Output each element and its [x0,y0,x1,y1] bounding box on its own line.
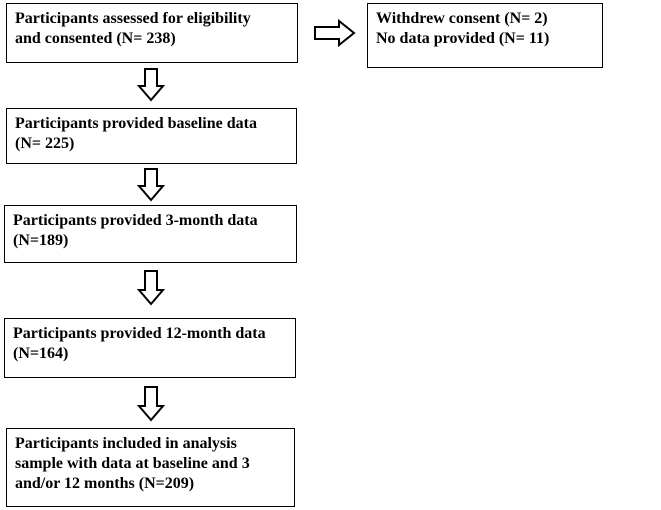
box-analysis-line-3: and/or 12 months (N=209) [15,475,195,492]
box-baseline-line-1: Participants provided baseline data [15,115,257,132]
box-assessed-consented: Participants assessed for eligibility an… [6,3,298,63]
box-analysis-line-2: sample with data at baseline and 3 [15,455,250,472]
arrow-down-4 [136,386,166,422]
arrow-down-3 [136,270,166,306]
box-twelve-month-line-2: (N=164) [13,345,69,362]
box-withdrew-no-data: Withdrew consent (N= 2) No data provided… [367,3,603,68]
box-twelve-month-data: Participants provided 12-month data (N=1… [4,318,296,378]
box-analysis-sample: Participants included in analysis sample… [6,428,295,507]
box-twelve-month-line-1: Participants provided 12-month data [13,325,266,342]
box-baseline-data: Participants provided baseline data (N= … [6,108,297,164]
box-three-month-line-1: Participants provided 3-month data [13,212,258,229]
box-assessed-line-2: and consented (N= 238) [15,30,176,47]
box-baseline-line-2: (N= 225) [15,135,75,152]
box-withdrew-line-2: No data provided (N= 11) [376,30,550,47]
arrow-down-2 [136,168,166,202]
box-analysis-line-1: Participants included in analysis [15,435,237,452]
box-assessed-line-1: Participants assessed for eligibility [15,10,251,27]
arrow-down-1 [136,68,166,102]
arrow-right-to-withdrew [314,18,356,48]
box-three-month-line-2: (N=189) [13,232,69,249]
box-three-month-data: Participants provided 3-month data (N=18… [4,205,297,263]
box-withdrew-line-1: Withdrew consent (N= 2) [376,10,548,27]
